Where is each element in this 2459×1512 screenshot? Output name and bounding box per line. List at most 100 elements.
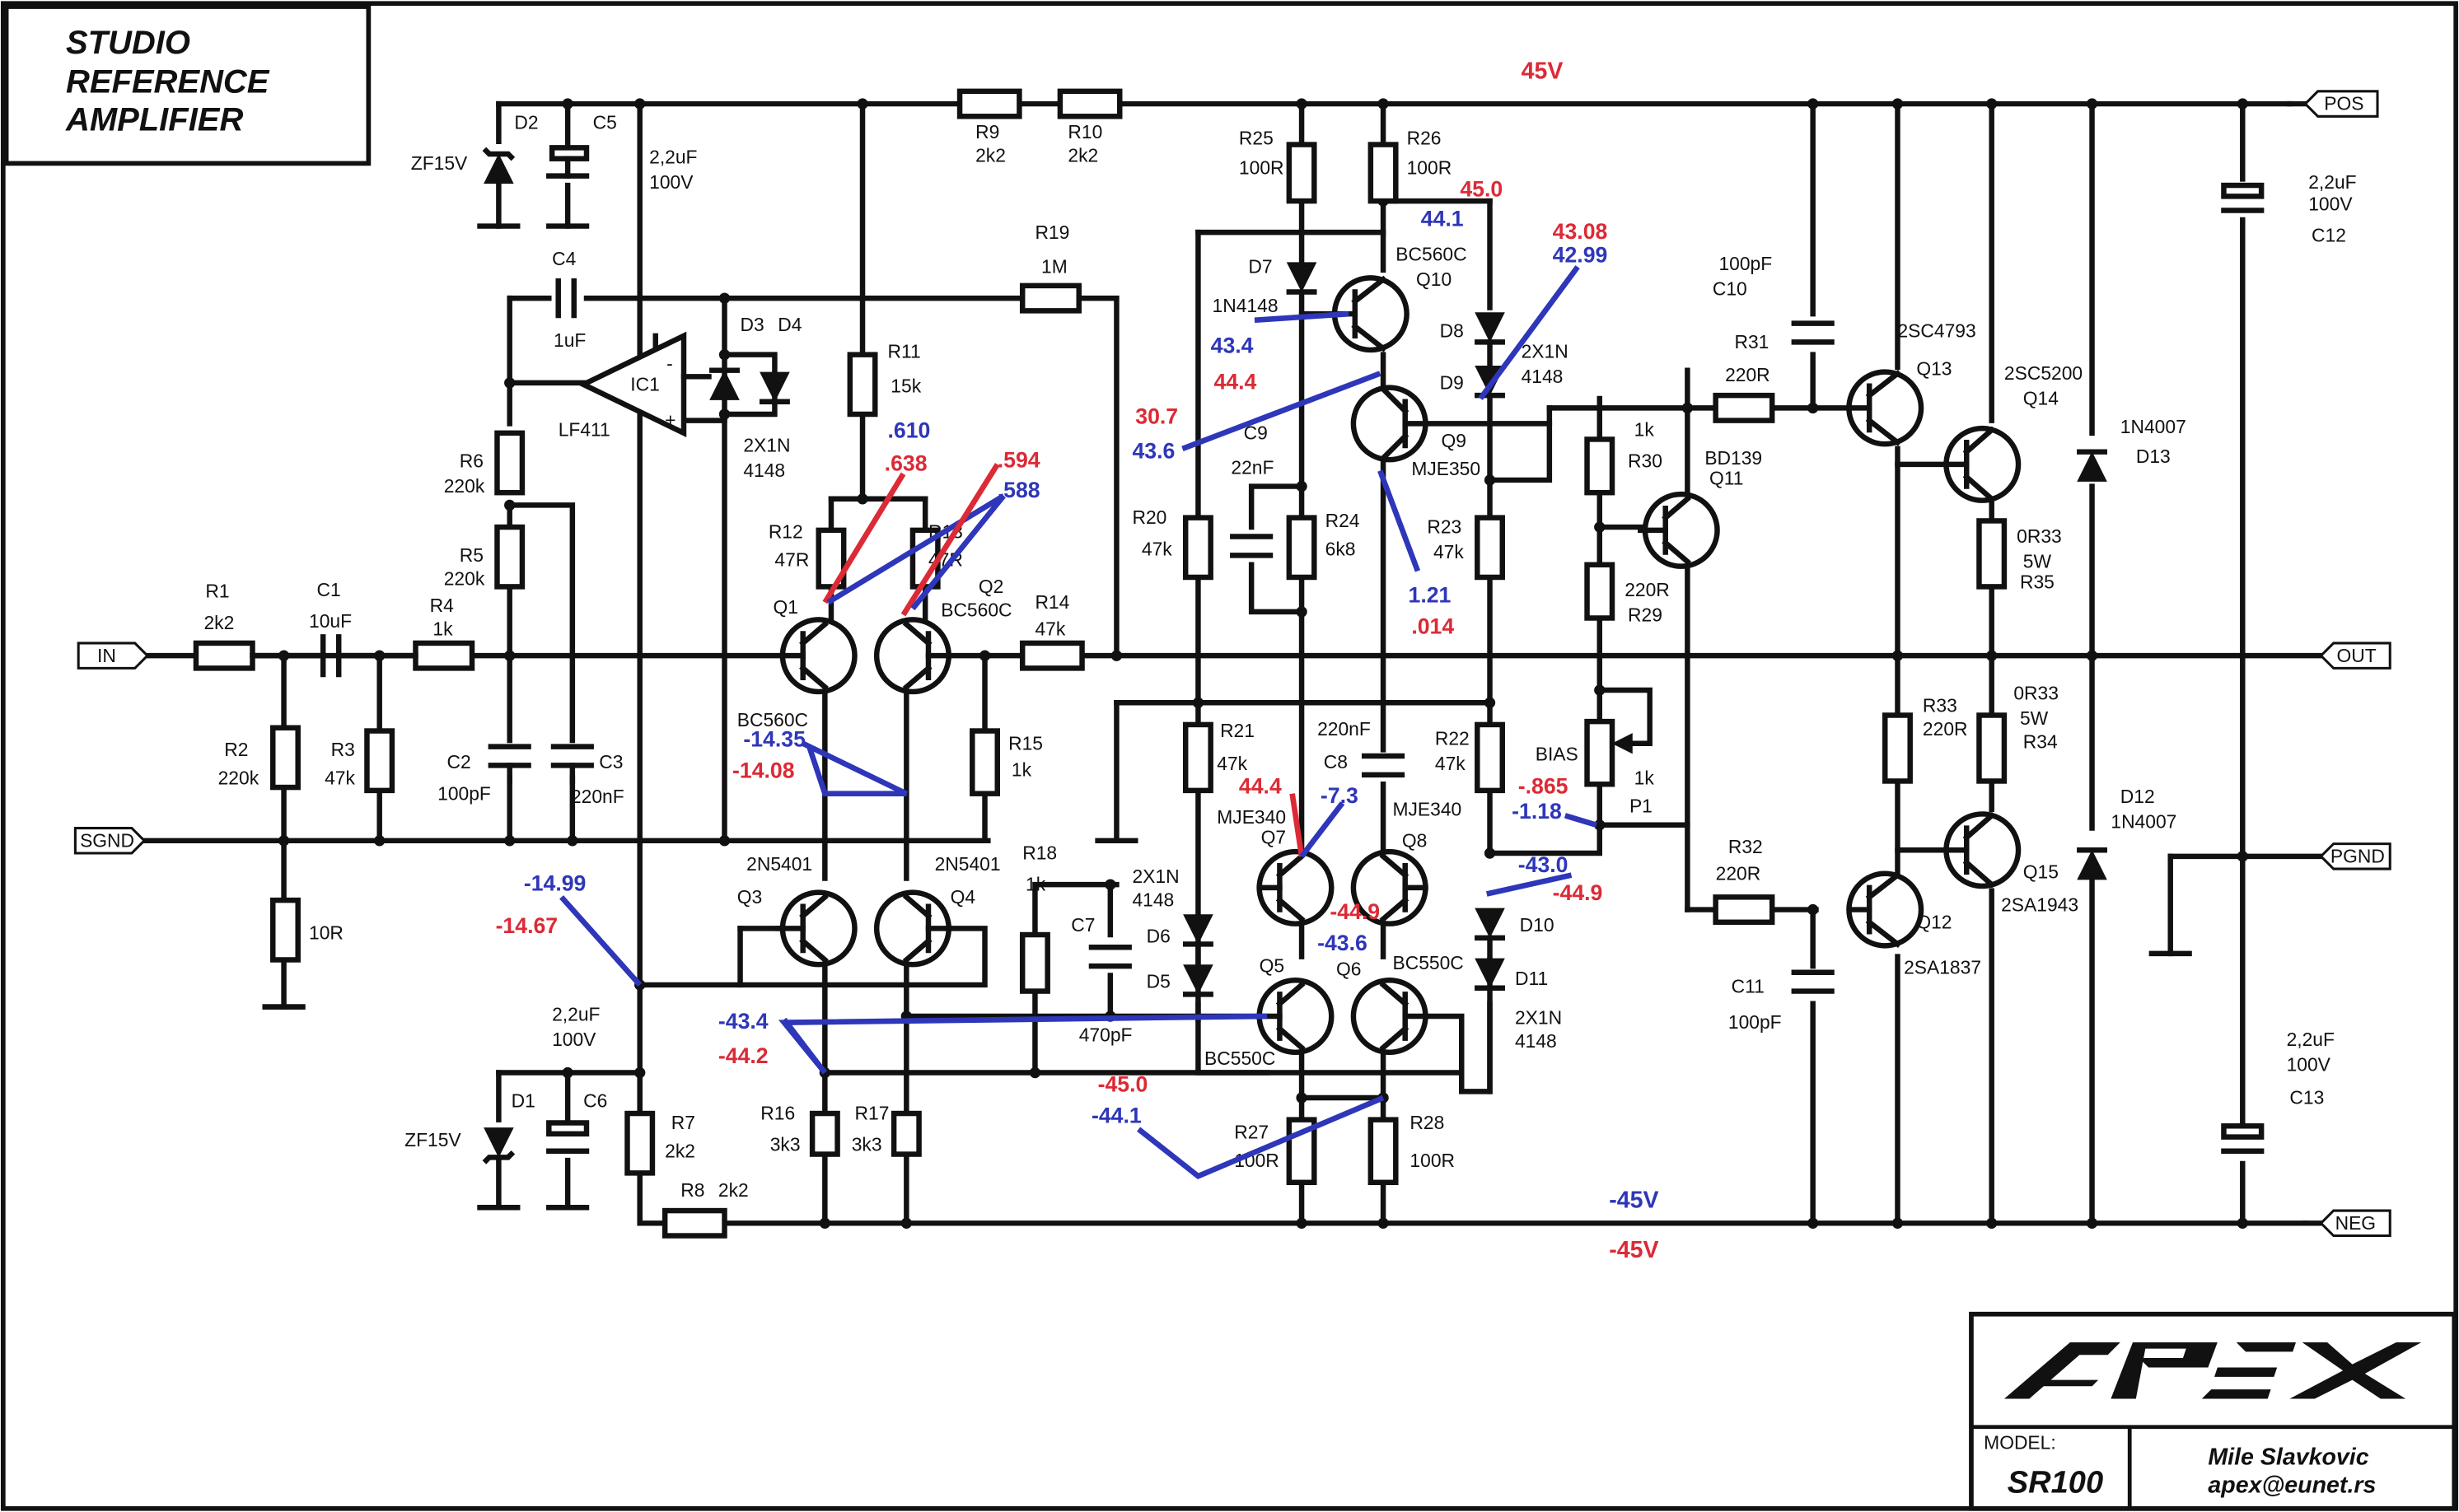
- label-components-d3-0: D3: [741, 314, 764, 335]
- label-measurements-m449b: -44.9: [1330, 899, 1380, 924]
- label-components-r25-0: R25: [1239, 128, 1274, 149]
- label-measurements-m307: 30.7: [1135, 404, 1178, 428]
- label-components-d7-0: D7: [1248, 256, 1272, 278]
- label-components-c7-1: 470pF: [1079, 1024, 1133, 1045]
- label-components-r4-0: R4: [430, 595, 454, 616]
- label-components-q10-1: Q10: [1416, 268, 1452, 290]
- label-components-r20-1: 47k: [1142, 538, 1172, 559]
- author-name: Mile Slavkovic: [2208, 1444, 2368, 1470]
- label-measurements-m434: 43.4: [1211, 334, 1254, 358]
- resistor-r30: [1584, 436, 1615, 496]
- svg-text:+: +: [665, 409, 676, 431]
- label-components-r24-0: R24: [1325, 510, 1360, 531]
- label-components-r11-0: R11: [887, 340, 920, 362]
- label-components-d2-1: ZF15V: [411, 152, 468, 174]
- resistor-r10: [1057, 88, 1123, 119]
- resistor-r9: [956, 88, 1022, 119]
- model-label: MODEL:: [1984, 1431, 2056, 1453]
- label-components-d6-2: D6: [1147, 926, 1171, 947]
- label-components-c11-0: C11: [1732, 975, 1765, 996]
- label-components-c5v-1: 100V: [649, 171, 694, 193]
- label-components-r10-1: 2k2: [1068, 144, 1098, 166]
- ports: IN SGND POS OUT PGND NEG: [73, 90, 2391, 1238]
- label-components-c13-0: 2,2uF: [2287, 1029, 2335, 1050]
- label-components-r10-0: R10: [1068, 121, 1102, 142]
- label-components-d11-1: 2X1N: [1515, 1007, 1562, 1029]
- resistor-10r: [270, 897, 301, 963]
- label-measurements-m1435: -14.35: [743, 727, 806, 752]
- resistor-r7: [624, 1110, 656, 1176]
- label-measurements-m638: .638: [885, 451, 928, 476]
- resistor-r15: [970, 728, 1000, 796]
- label-components-r30-1: R30: [1628, 450, 1662, 472]
- resistor-r32: [1713, 894, 1775, 926]
- label-components-r25-1: 100R: [1239, 157, 1284, 179]
- label-components-r12-0: R12: [769, 520, 803, 542]
- resistor-r12: [816, 527, 847, 590]
- label-measurements-m444n: 44.4: [1239, 774, 1282, 799]
- label-components-c8-1: C8: [1324, 751, 1348, 772]
- label-measurements-m588: .588: [998, 478, 1040, 502]
- label-components-r31-0: R31: [1734, 331, 1769, 352]
- label-components-r14-1: 47k: [1035, 618, 1065, 639]
- label-components-q3-1: Q3: [737, 886, 762, 908]
- label-measurements-m450b: -45.0: [1098, 1071, 1148, 1096]
- rail-neg-label-red: -45V: [1609, 1237, 1658, 1263]
- label-components-c6-0: C6: [583, 1090, 607, 1111]
- resistor-r3: [364, 728, 395, 794]
- label-components-c3-1: 220nF: [571, 786, 624, 807]
- opamp-ic1: - +: [577, 331, 712, 438]
- label-components-q8-0: Q8: [1402, 829, 1427, 851]
- resistor-r14: [1019, 640, 1085, 671]
- label-components-q1t-0: BC560C: [737, 709, 808, 730]
- label-components-d5-0: D5: [1147, 971, 1171, 992]
- label-measurements-m594: .594: [998, 448, 1040, 473]
- author-email: apex@eunet.rs: [2208, 1472, 2376, 1499]
- label-components-r8-1: 2k2: [718, 1179, 749, 1201]
- label-components-d12-0: D12: [2120, 786, 2155, 807]
- label-components-r30-0: 1k: [1634, 419, 1655, 441]
- label-measurements-m865: -.865: [1518, 774, 1568, 799]
- label-components-r18-0: R18: [1022, 842, 1057, 864]
- resistor-r33: [1882, 712, 1913, 784]
- label-components-q10-0: BC560C: [1395, 243, 1466, 264]
- label-components-r29-1: R29: [1628, 604, 1662, 625]
- label-components-r9-0: R9: [975, 121, 999, 142]
- resistor-r26: [1367, 142, 1399, 204]
- label-components-d8-0: D8: [1440, 320, 1464, 342]
- label-components-r35-1: 5W: [2023, 551, 2052, 572]
- label-components-d11-2: 4148: [1515, 1030, 1557, 1052]
- label-components-r34-0: 0R33: [2013, 682, 2059, 703]
- label-measurements-m4308: 43.08: [1553, 219, 1608, 244]
- label-components-c13-2: C13: [2289, 1087, 2324, 1108]
- label-components-r31-1: 220R: [1725, 364, 1770, 385]
- label-components-q6-0: Q6: [1336, 959, 1361, 980]
- label-components-r16-0: R16: [760, 1103, 795, 1124]
- resistor-r35: [1976, 518, 2008, 590]
- resistor-r23: [1475, 515, 1505, 581]
- label-components-r2-0: R2: [224, 739, 248, 760]
- label-components-c10-1: C10: [1713, 278, 1747, 299]
- label-components-r6-0: R6: [460, 450, 484, 472]
- label-measurements-m610: .610: [887, 418, 930, 443]
- label-components-c5v-0: 2,2uF: [649, 146, 697, 167]
- label-components-r28-0: R28: [1409, 1112, 1444, 1133]
- label-components-c2-0: C2: [447, 751, 471, 772]
- label-components-d89-1: 4148: [1522, 366, 1564, 387]
- svg-text:-: -: [666, 353, 673, 375]
- label-components-r23-1: 47k: [1433, 541, 1464, 562]
- label-components-d89-0: 2X1N: [1522, 340, 1568, 362]
- label-components-r35-0: 0R33: [2017, 525, 2062, 547]
- port-sgnd: SGND: [80, 829, 134, 851]
- model-number: SR100: [2008, 1466, 2103, 1500]
- label-measurements-m434a: -43.4: [718, 1009, 769, 1034]
- resistor-r5: [494, 524, 526, 590]
- label-components-r20-0: R20: [1132, 506, 1166, 528]
- label-components-q6-1: BC550C: [1392, 952, 1463, 973]
- bias-wiper-icon: [1611, 733, 1633, 754]
- label-components-q2-1: BC560C: [941, 600, 1012, 621]
- label-measurements-m436b: -43.6: [1317, 931, 1367, 955]
- label-components-c12-1: 100V: [2308, 194, 2353, 215]
- label-components-r5-0: R5: [460, 544, 484, 566]
- rail-pos-label: 45V: [1522, 58, 1564, 85]
